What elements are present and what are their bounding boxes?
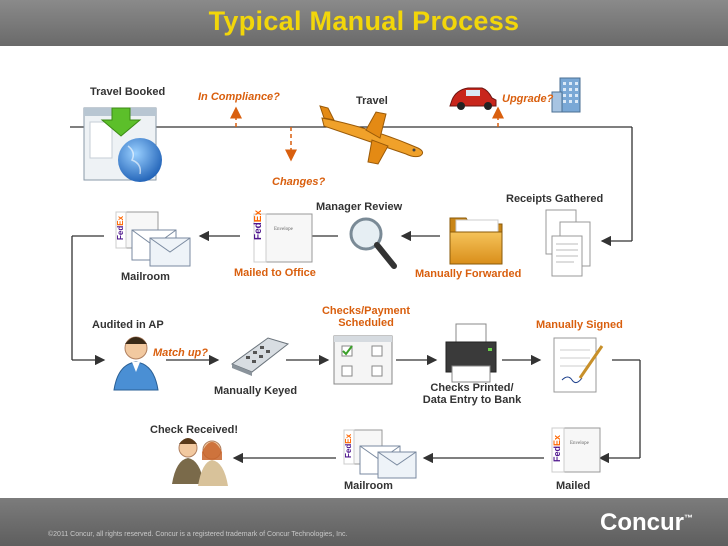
label-manager-review: Manager Review — [316, 201, 403, 213]
label-in-compliance: In Compliance? — [198, 91, 280, 103]
magnifier-icon — [349, 217, 397, 269]
label-travel-booked: Travel Booked — [90, 86, 166, 98]
footer-bar — [0, 498, 728, 546]
mailroom-envelopes-icon-2: FedEx — [343, 429, 417, 479]
label-mailed-to-office: Mailed to Office — [234, 267, 316, 279]
people-icon — [172, 438, 228, 486]
svg-text:FedEx: FedEx — [116, 215, 125, 240]
svg-text:FedEx: FedEx — [253, 210, 264, 240]
mailed-fedex-icon: FedEx Envelope — [551, 427, 601, 473]
label-upgrade: Upgrade? — [502, 93, 554, 105]
keyboard-device-icon — [230, 337, 290, 376]
label-mailroom-2: Mailroom — [344, 480, 393, 492]
label-changes: Changes? — [272, 176, 326, 188]
label-check-received: Check Received! — [150, 424, 239, 436]
label-audited-in-ap: Audited in AP — [92, 319, 164, 331]
fedex-envelope-icon: FedEx Envelope — [253, 210, 313, 263]
svg-text:Envelope: Envelope — [274, 227, 294, 232]
receipts-icon — [545, 209, 591, 277]
label-checks-payment-line1: Checks/Payment — [321, 305, 411, 317]
page-title: Typical Manual Process — [208, 6, 520, 36]
label-checks-printed-line2: Data Entry to Bank — [422, 394, 522, 406]
signed-document-icon — [553, 337, 604, 393]
mailroom-envelopes-icon: FedEx — [115, 211, 191, 267]
concur-logo: Concur™ — [600, 509, 693, 537]
title-bar — [0, 0, 728, 46]
svg-text:FedEx: FedEx — [344, 433, 353, 458]
label-mailroom-1: Mailroom — [121, 271, 170, 283]
label-checks-payment-line2: Scheduled — [338, 317, 394, 329]
browser-globe-icon — [83, 107, 162, 182]
label-receipts-gathered: Receipts Gathered — [506, 193, 604, 205]
label-manually-signed: Manually Signed — [536, 319, 623, 331]
printer-icon — [445, 323, 497, 383]
airplane-icon — [319, 105, 424, 165]
svg-text:FedEx: FedEx — [552, 435, 562, 462]
brand-trademark: ™ — [684, 513, 693, 523]
car-icon — [449, 87, 497, 110]
svg-text:Envelope: Envelope — [570, 441, 590, 446]
person-icon — [113, 336, 159, 391]
folder-icon — [449, 217, 503, 265]
copyright-text: ©2011 Concur, all rights reserved. Concu… — [48, 531, 348, 538]
label-mailed: Mailed — [556, 480, 591, 492]
label-checks-payment-scheduled: Checks/Payment Scheduled — [318, 305, 414, 329]
label-travel: Travel — [356, 95, 388, 107]
brand-name: Concur — [600, 509, 684, 536]
label-checks-printed: Checks Printed/ Data Entry to Bank — [418, 382, 526, 406]
office-building-icon — [551, 77, 581, 113]
label-match-up: Match up? — [153, 347, 208, 359]
checklist-window-icon — [333, 335, 393, 385]
label-manually-keyed: Manually Keyed — [214, 385, 298, 397]
label-checks-printed-line1: Checks Printed/ — [430, 382, 514, 394]
label-manually-forwarded: Manually Forwarded — [415, 268, 522, 280]
